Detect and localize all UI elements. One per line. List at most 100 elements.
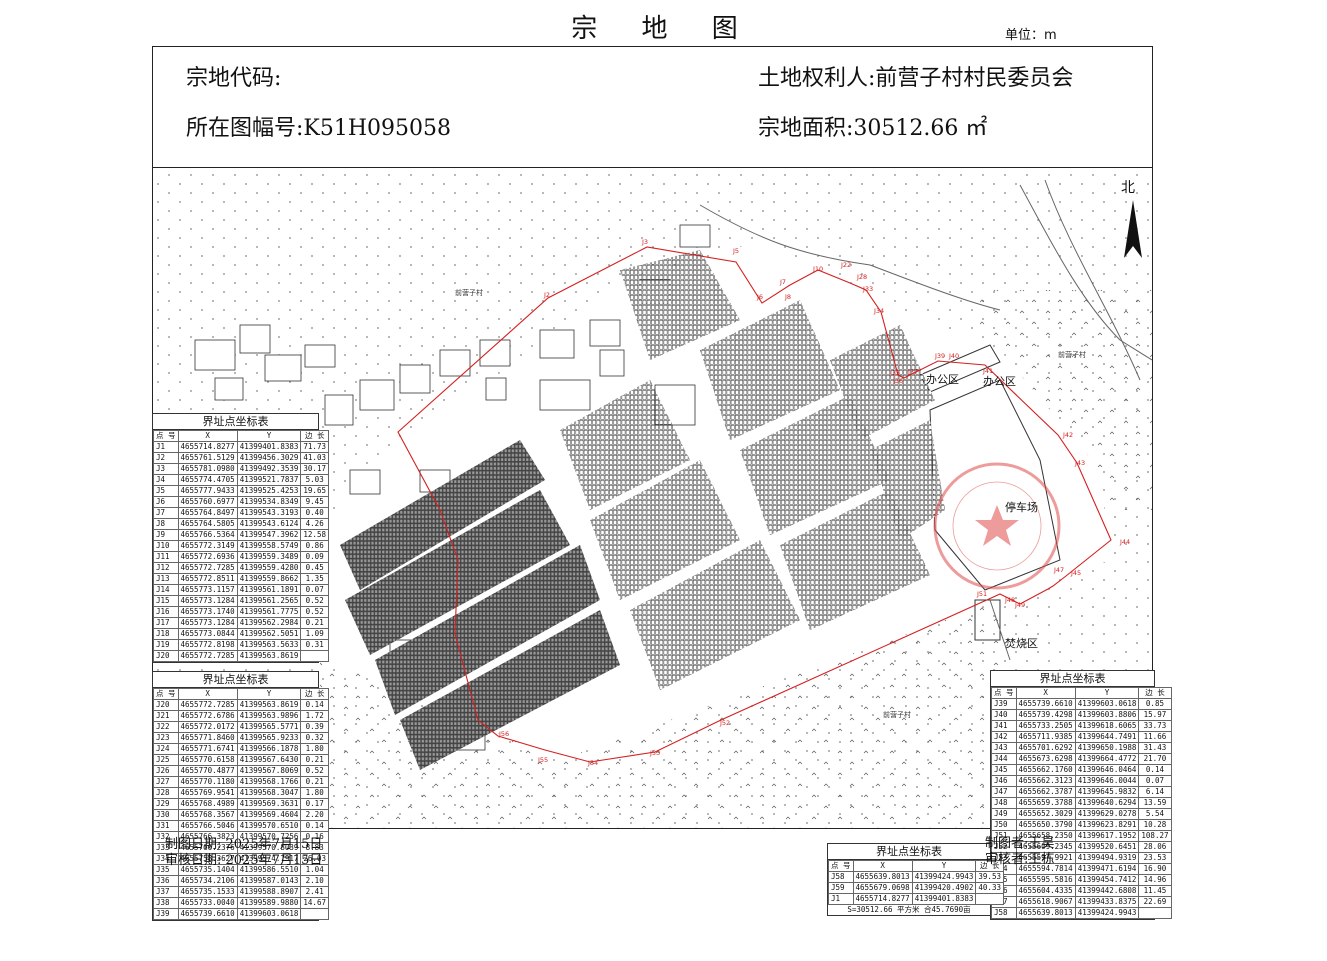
table-cell: 4655772.7285 <box>177 562 238 574</box>
village-label: 前营子村 <box>883 711 911 719</box>
table-cell: 41399563.8619 <box>236 699 302 711</box>
table-cell: 4655770.6158 <box>177 754 238 766</box>
table-cell: 4655774.4705 <box>177 474 238 486</box>
table-cell: 0.86 <box>300 540 329 552</box>
table-cell: J20 <box>153 699 179 711</box>
table-cell: 41399424.9943 <box>1074 907 1140 919</box>
table-cell: 4655618.9067 <box>1015 896 1076 908</box>
table-cell: 41399566.1878 <box>236 743 302 755</box>
table-cell: 4655739.6610 <box>177 908 238 920</box>
table-cell: J58 <box>991 907 1017 919</box>
table-cell: 4655772.6786 <box>177 710 238 722</box>
table-cell: 4655639.8013 <box>1015 907 1076 919</box>
table-cell: J2 <box>153 452 179 464</box>
point-label: J48 <box>1005 596 1016 604</box>
table-cell: J1 <box>828 893 854 905</box>
table-cell: 4655772.8198 <box>177 639 238 651</box>
table-cell: 41399603.0618 <box>1074 698 1140 710</box>
table-cell: 4655662.1760 <box>1015 764 1076 776</box>
table-cell: 41399521.7837 <box>236 474 302 486</box>
table-cell: 41399559.8662 <box>236 573 302 585</box>
point-label: J3 <box>642 238 649 246</box>
table-cell: 41399603.0618 <box>236 908 302 920</box>
table-cell: 4655771.6741 <box>177 743 238 755</box>
table-cell: J10 <box>153 540 179 552</box>
point-label: J44 <box>1120 538 1131 546</box>
table-cell: J38 <box>153 897 179 909</box>
area-summary: S=30512.66 平方米 合45.7690亩 <box>847 905 971 914</box>
table-cell: 41399563.5633 <box>236 639 302 651</box>
table-cell: 41399570.6510 <box>236 820 302 832</box>
table-cell: 0.85 <box>1138 698 1172 710</box>
table-cell: J37 <box>153 886 179 898</box>
column-header: Y <box>1074 687 1140 699</box>
table-cell: 0.40 <box>300 507 329 519</box>
table-cell: 26.03 <box>300 853 329 865</box>
point-label: J34 <box>874 307 885 315</box>
table-cell <box>300 908 329 920</box>
table-cell: 41399567.8069 <box>236 765 302 777</box>
zone-label-office: 办公区 <box>926 373 959 386</box>
point-label: J54 <box>588 759 599 767</box>
table-cell: 12.58 <box>300 529 329 541</box>
column-header: 点 号 <box>153 430 179 442</box>
column-header: Y <box>236 430 302 442</box>
table-cell: 41399588.8907 <box>236 886 302 898</box>
table-cell: 4655673.6298 <box>1015 753 1076 765</box>
column-header: X <box>852 860 913 872</box>
table-cell: 41399568.1766 <box>236 776 302 788</box>
point-label: J8 <box>785 293 792 301</box>
table-cell: 41399433.8375 <box>1074 896 1140 908</box>
table-cell: 41399525.4253 <box>236 485 302 497</box>
table-cell: 4655772.0172 <box>177 721 238 733</box>
table-cell: 0.14 <box>1138 764 1172 776</box>
table-cell: 41399618.6065 <box>1074 720 1140 732</box>
table-cell <box>1138 907 1172 919</box>
table-cell: 4655772.3149 <box>177 540 238 552</box>
column-header: Y <box>236 688 302 700</box>
table-cell: 41399569.3631 <box>236 798 302 810</box>
column-header: 点 号 <box>991 687 1017 699</box>
table-cell: J21 <box>153 710 179 722</box>
table-cell: 4655734.2106 <box>177 875 238 887</box>
table-cell: J47 <box>991 786 1017 798</box>
table-cell: 1.80 <box>300 787 329 799</box>
table-cell: J45 <box>991 764 1017 776</box>
table-cell: 14.67 <box>300 897 329 909</box>
table-cell: 4655768.4989 <box>177 798 238 810</box>
table-cell: J36 <box>153 875 179 887</box>
table-cell: J27 <box>153 776 179 788</box>
table-cell: 4655711.9385 <box>1015 731 1076 743</box>
table-cell: 0.45 <box>300 562 329 574</box>
table-cell: J3 <box>153 463 179 475</box>
table-cell: 4655769.9541 <box>177 787 238 799</box>
point-label: J37 <box>908 368 919 376</box>
table-cell: 41399559.4280 <box>236 562 302 574</box>
table-cell: J30 <box>153 809 179 821</box>
table-cell: 41399559.3489 <box>236 551 302 563</box>
table-cell: J23 <box>153 732 179 744</box>
table-cell: J13 <box>153 573 179 585</box>
point-label: J36 <box>893 377 904 385</box>
table-cell: 4655777.9433 <box>177 485 238 497</box>
parcel-area: 宗地面积:30512.66 ㎡ <box>758 116 988 141</box>
table-cell: J19 <box>153 639 179 651</box>
